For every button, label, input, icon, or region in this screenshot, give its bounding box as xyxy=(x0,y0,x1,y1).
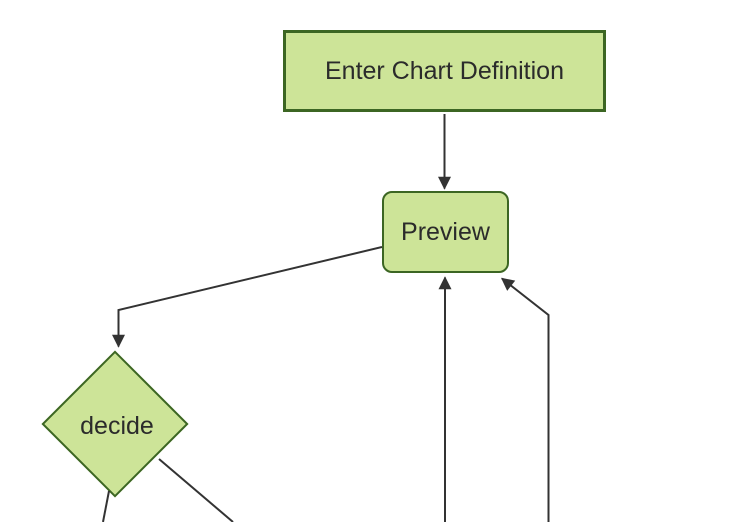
node-decide-label: decide xyxy=(80,411,154,440)
node-preview: Preview xyxy=(382,191,509,273)
edge-bottom-right-to-preview xyxy=(500,277,550,522)
node-decide: decide xyxy=(42,351,192,501)
node-enter-chart-definition: Enter Chart Definition xyxy=(283,30,606,112)
node-enter-chart-definition-label: Enter Chart Definition xyxy=(324,57,564,85)
edge-preview-to-decide xyxy=(112,246,383,348)
node-preview-label: Preview xyxy=(401,218,490,246)
